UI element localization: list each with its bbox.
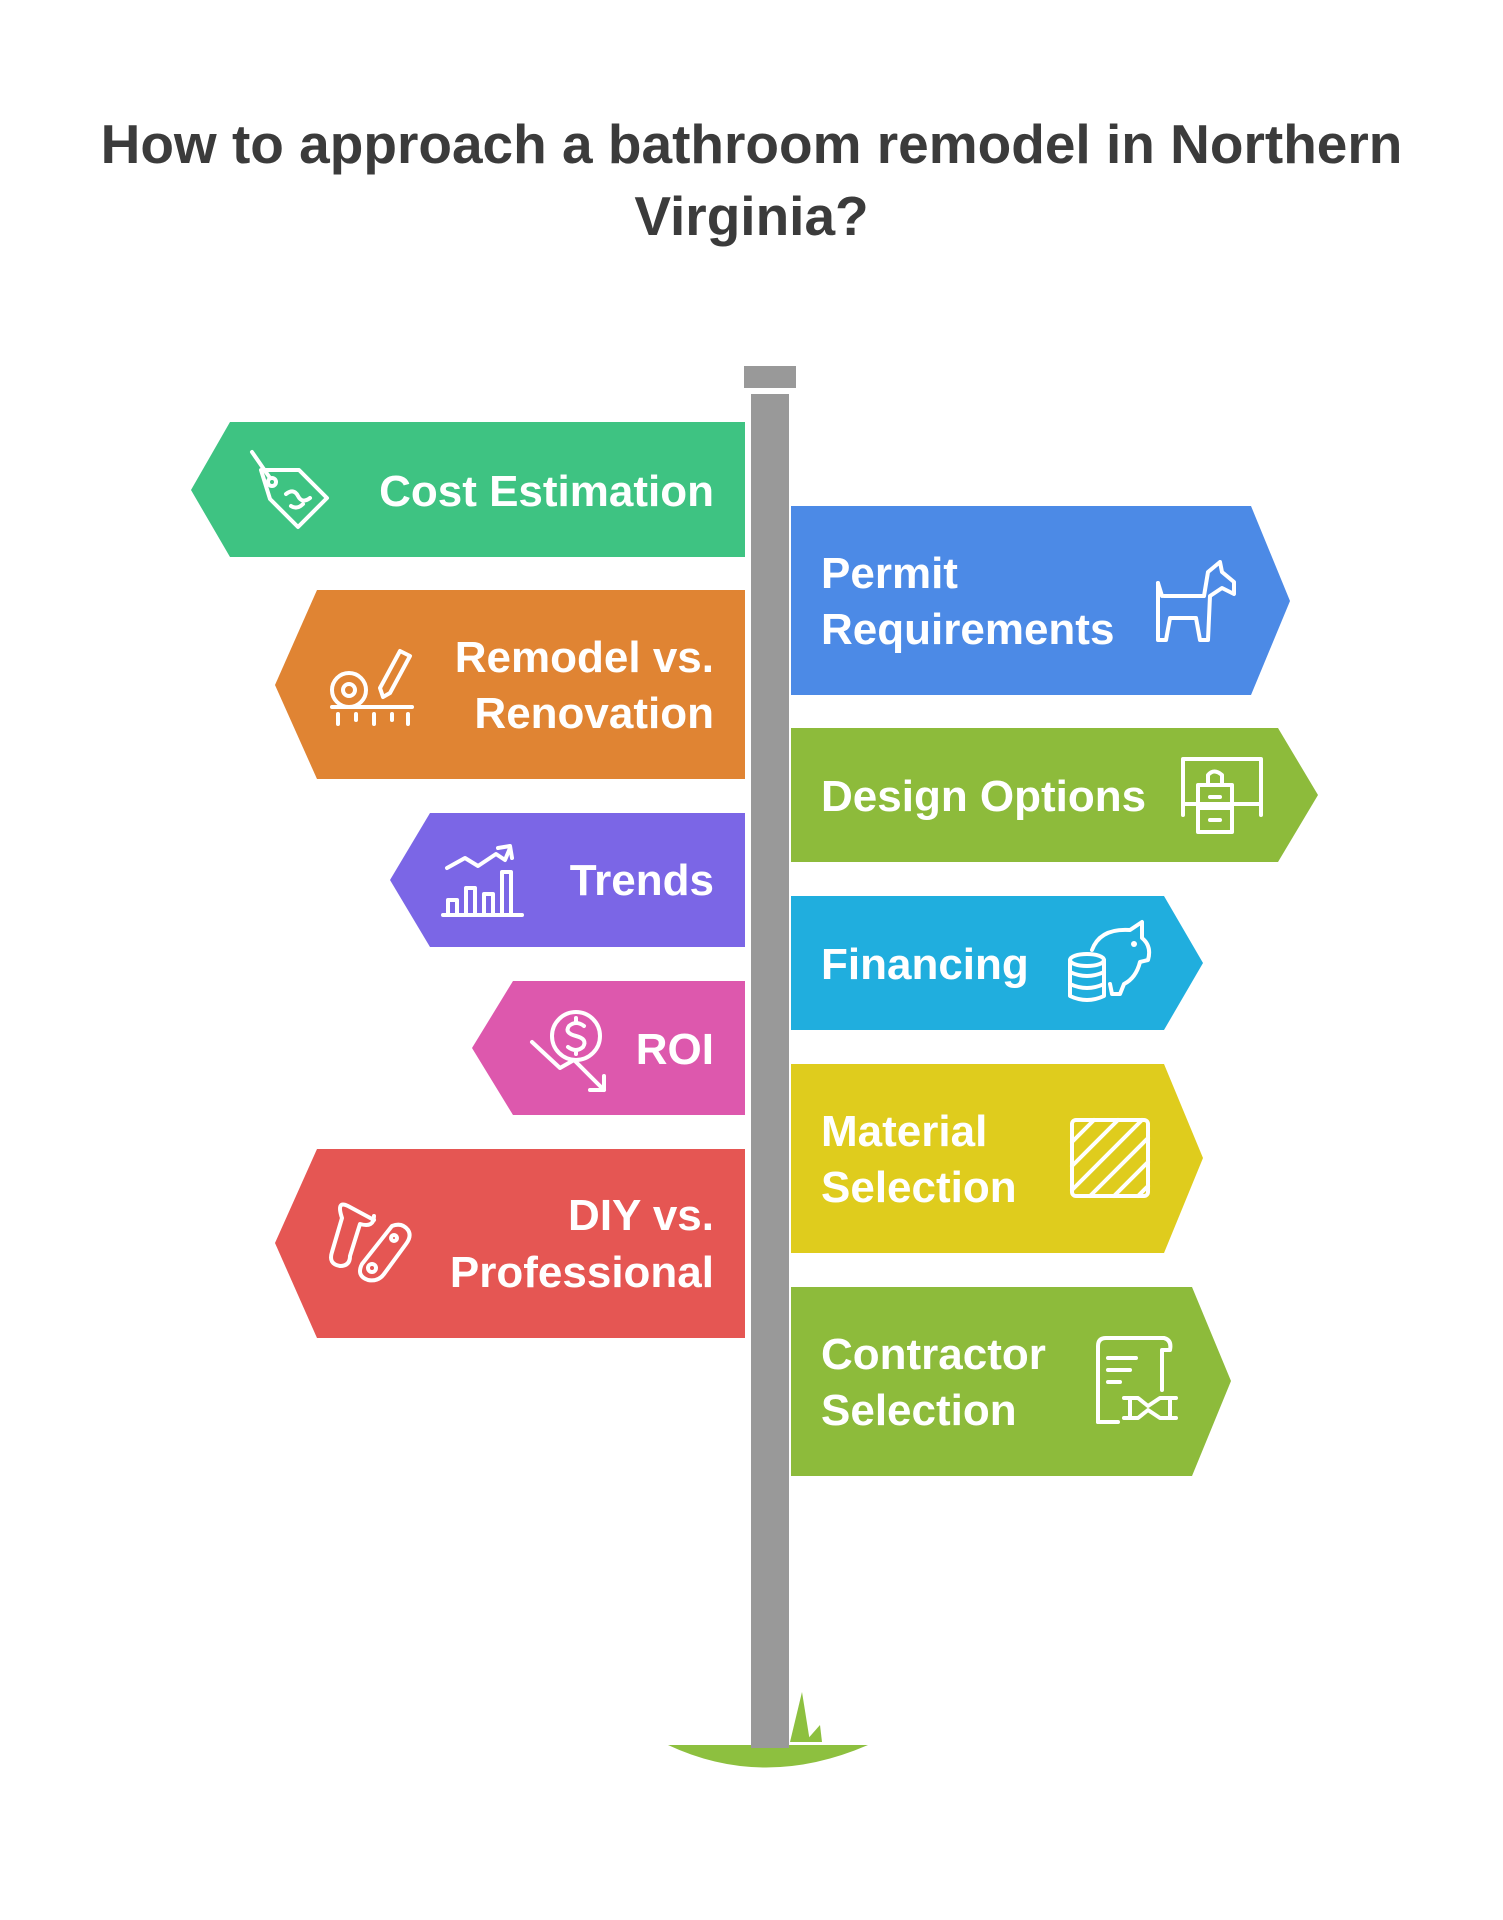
grass-blade xyxy=(790,1692,810,1742)
price-tag-icon xyxy=(250,450,329,529)
sign-label: Professional xyxy=(450,1248,714,1297)
sign-remodel-vs-renovation: Remodel vs. Renovation xyxy=(275,590,745,779)
sign-board xyxy=(191,422,745,557)
sign-cost-estimation: Cost Estimation xyxy=(191,422,745,557)
sign-trends: Trends xyxy=(390,813,745,947)
sign-diy-vs-professional: DIY vs. Professional xyxy=(275,1149,745,1338)
sign-permit-requirements: Permit Requirements xyxy=(791,506,1290,695)
sign-label: Selection xyxy=(821,1386,1017,1435)
signpost-pole xyxy=(751,394,789,1748)
piggy-bank-coins-icon xyxy=(1068,920,1152,1002)
sign-label: Requirements xyxy=(821,605,1114,654)
sign-board xyxy=(791,1064,1203,1253)
sign-design-options: Design Options xyxy=(791,728,1318,862)
sign-label: ROI xyxy=(636,1025,714,1074)
sign-roi: ROI xyxy=(472,981,745,1115)
sign-label: Contractor xyxy=(821,1330,1046,1379)
dollar-decline-icon xyxy=(530,1010,606,1092)
grass-blade xyxy=(805,1725,822,1742)
sign-board xyxy=(275,1149,745,1338)
sign-board xyxy=(472,981,745,1115)
diagram-title: How to approach a bathroom remodel in No… xyxy=(75,108,1428,252)
dog-icon xyxy=(1156,560,1236,642)
contract-handshake-icon xyxy=(1096,1336,1178,1424)
sign-label: Material xyxy=(821,1107,987,1156)
sign-label: Permit xyxy=(821,549,958,598)
sign-label: DIY vs. xyxy=(568,1191,714,1240)
sign-board xyxy=(791,728,1318,862)
sign-label: Design Options xyxy=(821,772,1146,821)
title-line-2: Virginia? xyxy=(634,185,869,247)
design-board-icon xyxy=(1181,757,1263,834)
measuring-tape-pencil-icon xyxy=(330,649,414,726)
pole-cap xyxy=(744,366,796,388)
sign-financing: Financing xyxy=(791,896,1203,1030)
sign-label: Renovation xyxy=(474,689,714,738)
sign-label: Remodel vs. xyxy=(455,633,714,682)
grass-mound xyxy=(668,1745,868,1768)
hatched-square-icon xyxy=(1070,1118,1150,1198)
rising-bar-chart-icon xyxy=(441,844,524,917)
sign-label: Financing xyxy=(821,940,1029,989)
wrench-tools-icon xyxy=(329,1202,412,1283)
sign-material-selection: Material Selection xyxy=(791,1064,1203,1253)
sign-contractor-selection: Contractor Selection xyxy=(791,1287,1231,1476)
sign-label: Trends xyxy=(570,856,714,905)
sign-label: Cost Estimation xyxy=(379,467,714,516)
title-line-1: How to approach a bathroom remodel in No… xyxy=(100,113,1403,175)
sign-board xyxy=(791,1287,1231,1476)
sign-label: Selection xyxy=(821,1163,1017,1212)
sign-board xyxy=(791,506,1290,695)
sign-board xyxy=(275,590,745,779)
